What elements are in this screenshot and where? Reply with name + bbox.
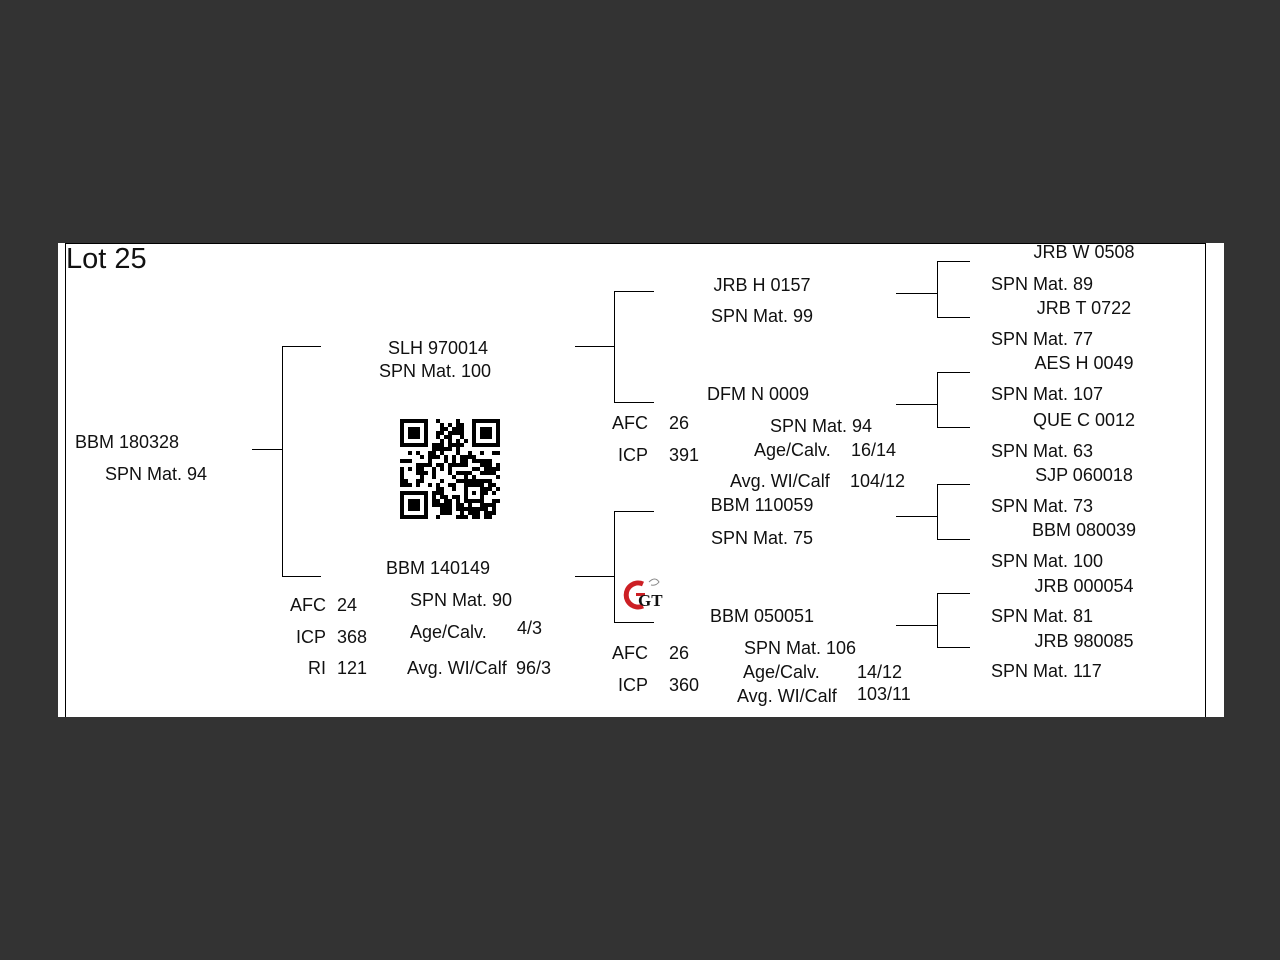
sire-mat: SPN Mat. 100 <box>378 361 492 381</box>
connector <box>614 511 615 622</box>
connector <box>575 576 614 577</box>
dds-id: JRB 000054 <box>1034 576 1134 596</box>
dd-icp-label: ICP <box>618 675 649 695</box>
dd-mat: SPN Mat. 106 <box>744 638 857 658</box>
dam-mat: SPN Mat. 90 <box>409 590 513 610</box>
connector <box>614 511 654 512</box>
connector <box>937 372 970 373</box>
dam-icp-label: ICP <box>295 627 326 647</box>
gt-logo-icon: GT <box>623 578 663 610</box>
dam-afc-value: 24 <box>337 595 358 615</box>
qr-code <box>400 419 500 519</box>
sd-afc-value: 26 <box>669 413 690 433</box>
svg-text:GT: GT <box>638 591 663 610</box>
sdd-id: QUE C 0012 <box>1032 410 1136 430</box>
dsd-mat: SPN Mat. 100 <box>991 551 1104 571</box>
pedigree-sheet: Lot 25 BBM 180328 SPN Mat. 94 SLH 970014… <box>58 242 1224 717</box>
dam-ri-label: RI <box>308 658 326 678</box>
connector <box>282 346 321 347</box>
sd-wi-value: 104/12 <box>850 471 906 491</box>
sd-icp-value: 391 <box>669 445 700 465</box>
sd-icp-label: ICP <box>618 445 649 465</box>
connector <box>937 261 970 262</box>
ddd-id: JRB 980085 <box>1034 631 1134 651</box>
dam-ri-value: 121 <box>337 658 368 678</box>
connector <box>614 291 615 402</box>
connector <box>937 539 970 540</box>
connector <box>614 622 654 623</box>
sd-afc-label: AFC <box>612 413 648 433</box>
ds-id: BBM 110059 <box>710 495 814 515</box>
sd-age-value: 16/14 <box>851 440 897 460</box>
dd-wi-value: 103/11 <box>857 684 911 704</box>
dam-icp-value: 368 <box>337 627 368 647</box>
connector <box>614 291 654 292</box>
subject-mat: SPN Mat. 94 <box>105 464 208 484</box>
ssd-mat: SPN Mat. 77 <box>991 329 1094 349</box>
dam-age-label: Age/Calv. <box>410 622 487 642</box>
dd-wi-label: Avg. WI/Calf <box>737 686 837 706</box>
connector <box>896 516 937 517</box>
sds-id: AES H 0049 <box>1034 353 1134 373</box>
dd-age-label: Age/Calv. <box>743 662 820 682</box>
dd-age-value: 14/12 <box>857 662 903 682</box>
sd-id: DFM N 0009 <box>706 384 810 404</box>
dam-afc-label: AFC <box>290 595 326 615</box>
dd-afc-value: 26 <box>669 643 690 663</box>
right-border <box>1205 243 1206 717</box>
ds-mat: SPN Mat. 75 <box>710 528 814 548</box>
dds-mat: SPN Mat. 81 <box>991 606 1094 626</box>
dss-mat: SPN Mat. 73 <box>991 496 1094 516</box>
connector <box>282 346 283 576</box>
sss-id: JRB W 0508 <box>1033 242 1135 262</box>
top-border <box>65 243 1205 244</box>
sd-age-label: Age/Calv. <box>754 440 831 460</box>
sd-mat: SPN Mat. 94 <box>770 416 873 436</box>
connector <box>575 346 614 347</box>
ss-mat: SPN Mat. 99 <box>710 306 814 326</box>
connector <box>282 576 321 577</box>
sds-mat: SPN Mat. 107 <box>991 384 1104 404</box>
dam-wi-label: Avg. WI/Calf <box>407 658 507 678</box>
ss-id: JRB H 0157 <box>713 275 811 295</box>
connector <box>614 402 654 403</box>
connector <box>937 317 970 318</box>
connector <box>937 593 938 647</box>
connector <box>937 484 970 485</box>
lot-title: Lot 25 <box>66 243 147 275</box>
connector <box>896 293 937 294</box>
sdd-mat: SPN Mat. 63 <box>991 441 1094 461</box>
subject-id: BBM 180328 <box>75 432 180 452</box>
connector <box>937 427 970 428</box>
dsd-id: BBM 080039 <box>1031 520 1137 540</box>
ddd-mat: SPN Mat. 117 <box>991 661 1102 681</box>
dd-icp-value: 360 <box>669 675 700 695</box>
left-border <box>65 243 66 717</box>
connector <box>937 647 970 648</box>
dam-wi-value: 96/3 <box>516 658 552 678</box>
ssd-id: JRB T 0722 <box>1036 298 1132 318</box>
sss-mat: SPN Mat. 89 <box>991 274 1094 294</box>
connector <box>896 404 937 405</box>
connector <box>937 372 938 427</box>
dam-id: BBM 140149 <box>385 558 491 578</box>
connector <box>896 625 937 626</box>
dam-age-value: 4/3 <box>517 618 543 638</box>
dd-id: BBM 050051 <box>709 606 815 626</box>
connector <box>252 449 282 450</box>
connector <box>937 593 970 594</box>
dss-id: SJP 060018 <box>1035 465 1133 485</box>
connector <box>937 261 938 317</box>
dd-afc-label: AFC <box>612 643 648 663</box>
sire-id: SLH 970014 <box>387 338 489 358</box>
sd-wi-label: Avg. WI/Calf <box>730 471 830 491</box>
connector <box>937 484 938 539</box>
